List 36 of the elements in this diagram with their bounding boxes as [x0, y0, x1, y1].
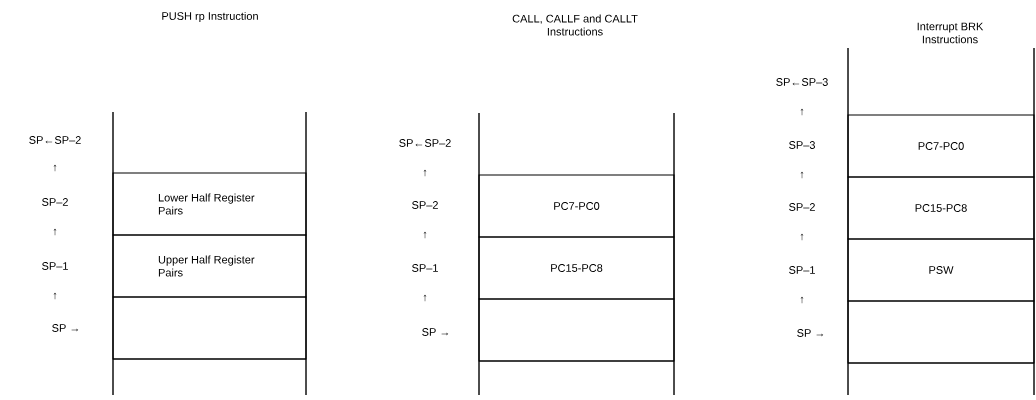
empty-stack-cell: [112, 296, 307, 360]
up-arrow-symbol: ↑: [800, 108, 804, 116]
empty-stack-cell: [478, 298, 675, 362]
up-arrow-symbol: ↑: [423, 231, 427, 239]
stack-pointer-label: SP–1: [789, 266, 815, 274]
title: Interrupt BRK Instructions: [917, 22, 984, 44]
stack-pointer-label: SP←SP–2: [399, 139, 451, 147]
stack-pointer-label: SP–1: [42, 262, 68, 270]
sp-pointer-label: SP →: [52, 324, 79, 332]
stack-pointer-label: SP←SP–3: [776, 78, 828, 86]
stack-cell: PC7-PC0: [847, 114, 1035, 178]
stack-cell: PC15-PC8: [478, 236, 675, 300]
up-arrow-symbol: ↑: [800, 233, 804, 241]
stack-cell: Upper Half Register Pairs: [112, 234, 307, 298]
stack-cell: PC15-PC8: [847, 176, 1035, 240]
stack-pointer-label: SP–1: [412, 264, 438, 272]
up-arrow-symbol: ↑: [800, 296, 804, 304]
up-arrow-symbol: ↑: [423, 294, 427, 302]
stack-pointer-label: SP–2: [42, 198, 68, 206]
up-arrow-symbol: ↑: [423, 169, 427, 177]
stack-pointer-label: SP←SP–2: [29, 136, 81, 144]
up-arrow-symbol: ↑: [53, 292, 57, 300]
up-arrow-symbol: ↑: [53, 164, 57, 172]
sp-pointer-label: SP →: [422, 328, 449, 336]
title: CALL, CALLF and CALLT Instructions: [512, 14, 638, 36]
stack-pointer-label: SP–3: [789, 141, 815, 149]
title: PUSH rp Instruction: [162, 11, 258, 23]
stack-pointer-label: SP–2: [789, 203, 815, 211]
up-arrow-symbol: ↑: [53, 228, 57, 236]
sp-pointer-label: SP →: [797, 329, 824, 337]
empty-stack-cell: [847, 300, 1035, 364]
stack-cell: PC7-PC0: [478, 174, 675, 238]
stack-cell: PSW: [847, 238, 1035, 302]
up-arrow-symbol: ↑: [800, 171, 804, 179]
stack-cell: Lower Half Register Pairs: [112, 172, 307, 236]
stack-pointer-label: SP–2: [412, 201, 438, 209]
